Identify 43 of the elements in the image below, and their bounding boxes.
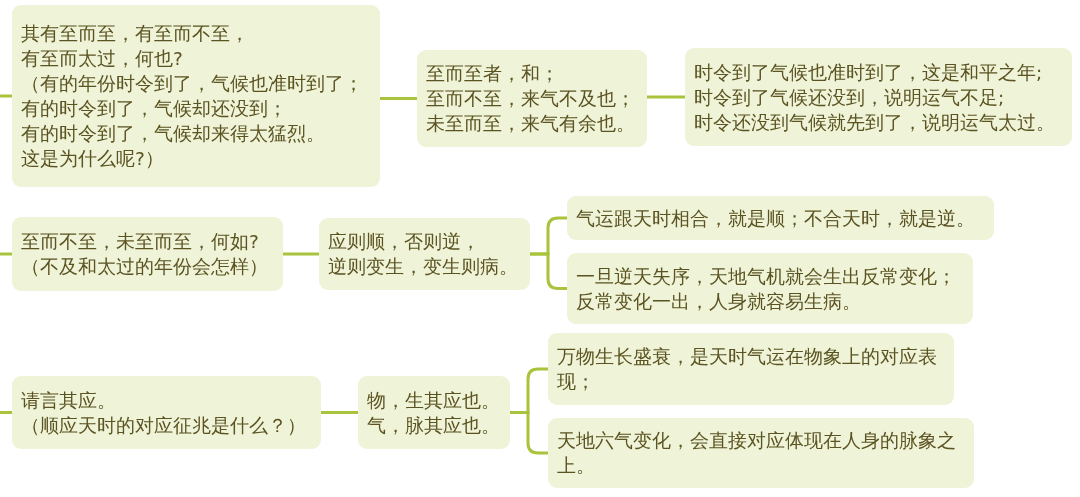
note-card — [319, 218, 530, 290]
card-text: 其有至而至，有至而不至， — [21, 22, 250, 46]
card-text: 有的时令到了，气候却还没到； — [21, 97, 288, 121]
card-text: 逆则变生，变生则病。 — [328, 255, 519, 279]
note-card — [685, 48, 1072, 146]
card-text: （顺应天时的对应征兆是什么？） — [21, 413, 307, 438]
note-card — [417, 50, 647, 147]
card-text: 应则顺，否则逆， — [328, 230, 481, 254]
card-text: 时令到了气候也准时到了，这是和平之年; — [694, 60, 1044, 85]
note-card — [548, 333, 954, 405]
connector-line — [0, 94, 12, 98]
note-card — [12, 376, 321, 449]
card-text: 一旦逆天失序，天地气机就会生出反常变化； — [576, 264, 957, 289]
note-card — [567, 196, 994, 240]
card-text: 反常变化一出，人身就容易生病。 — [576, 289, 862, 314]
connector-line — [647, 95, 685, 99]
note-card — [12, 5, 380, 187]
card-text: 未至而至，来气有余也。 — [426, 112, 636, 136]
card-text: （有的年份时令到了，气候也准时到了； — [21, 72, 364, 96]
note-card — [548, 418, 974, 488]
connector-line — [283, 252, 319, 256]
card-text: 有至而太过，何也? — [21, 47, 184, 71]
card-text: 物，生其应也。 — [367, 388, 501, 413]
note-card — [358, 376, 510, 449]
card-text: 气运跟天时相合，就是顺；不合天时，就是逆。 — [576, 206, 976, 231]
card-text: 请言其应。 — [21, 388, 117, 413]
note-card — [12, 217, 283, 291]
card-text: 有的时令到了，气候却来得太猛烈。 — [21, 122, 326, 146]
card-text: 万物生长盛衰，是天时气运在物象上的对应表现； — [557, 345, 938, 394]
connector-line — [0, 411, 12, 414]
card-text: 至而至者，和； — [426, 62, 560, 86]
card-text: 天地六气变化，会直接对应体现在人身的脉象之上。 — [557, 429, 957, 478]
card-text: 这是为什么呢?） — [21, 147, 165, 171]
card-text: 至而不至，未至而至，何如? — [21, 230, 260, 254]
card-text: 时令还没到气候就先到了，说明运气太过。 — [694, 110, 1056, 135]
card-text: 至而不至，来气不及也； — [426, 87, 636, 111]
connector-line — [380, 97, 417, 100]
card-text: （不及和太过的年份会怎样） — [21, 255, 269, 279]
card-text: 时令到了气候还没到，说明运气不足; — [694, 85, 1006, 110]
card-text: 气，脉其应也。 — [367, 413, 501, 438]
connector-line — [321, 411, 358, 414]
note-card — [567, 253, 973, 324]
connector-line — [0, 252, 12, 256]
